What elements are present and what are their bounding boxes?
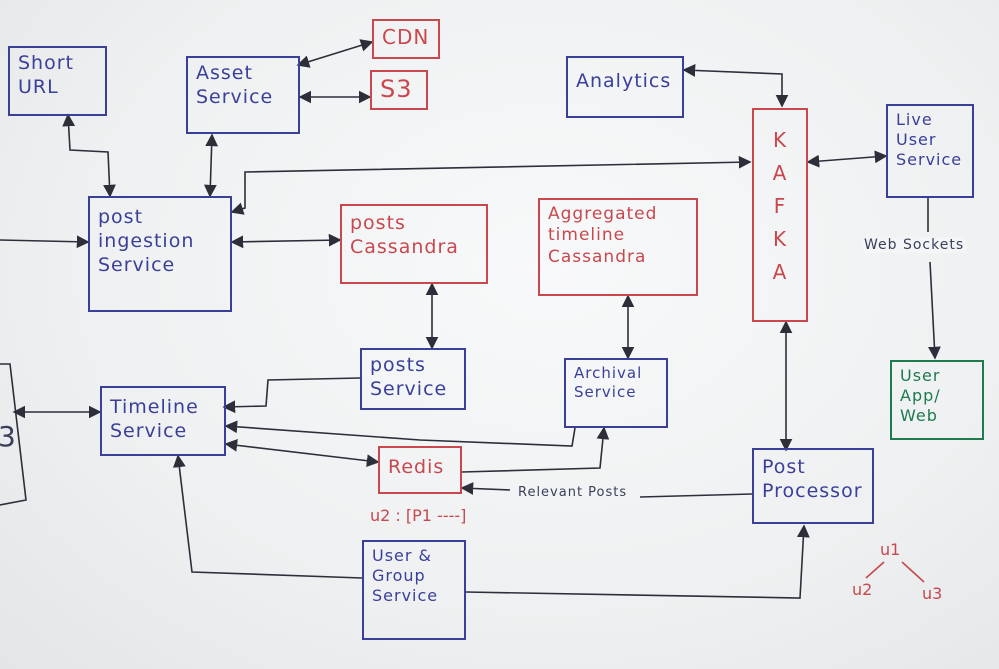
- redis-label: Redis: [388, 456, 445, 478]
- short-url-label: Short URL: [18, 52, 74, 98]
- archival-service-box: Archival Service: [564, 358, 668, 428]
- posts-cassandra-label: posts Cassandra: [350, 212, 459, 258]
- live-user-service-label: Live User Service: [896, 110, 963, 169]
- post-processor-box: Post Processor: [752, 448, 874, 524]
- timeline-service-label: Timeline Service: [110, 396, 199, 442]
- kafka-box: K A F K A: [752, 108, 808, 322]
- tree-root-u1: u1: [880, 540, 901, 559]
- edge-redis-archival: [461, 426, 610, 473]
- analytics-label: Analytics: [576, 70, 672, 92]
- edge-left-ingestion: [0, 235, 90, 249]
- asset-service-box: Asset Service: [186, 56, 300, 134]
- user-app-web-label: User App/ Web: [900, 366, 941, 425]
- user-app-web-box: User App/ Web: [890, 360, 984, 440]
- archival-service-label: Archival Service: [574, 364, 643, 401]
- post-ingestion-service-label: post ingestion Service: [98, 206, 195, 276]
- posts-service-label: posts Service: [370, 354, 448, 400]
- edge-ingestion-cassandra: [230, 233, 342, 249]
- posts-cassandra-box: posts Cassandra: [340, 204, 488, 284]
- edge-asset-ingestion: [203, 133, 219, 198]
- analytics-box: Analytics: [566, 56, 684, 118]
- tree-right-u3: u3: [922, 584, 943, 603]
- edge-shorturl-ingestion: [62, 113, 116, 198]
- timeline-service-box: Timeline Service: [100, 386, 226, 456]
- edge-ingestion-kafka: [230, 155, 752, 215]
- redis-entry-label: u2 : [P1 ----]: [370, 506, 467, 525]
- user-tree-lines: [865, 561, 925, 583]
- edge-usergroup-processor: [465, 524, 810, 599]
- short-url-box: Short URL: [8, 46, 107, 116]
- kafka-letter-2: A: [772, 161, 788, 185]
- cdn-label: CDN: [382, 25, 430, 49]
- edge-analytics-kafka: [682, 64, 789, 108]
- posts-service-box: posts Service: [360, 348, 466, 410]
- cdn-box: CDN: [372, 19, 440, 59]
- left-partial-box: [0, 363, 27, 506]
- user-group-service-box: User & Group Service: [362, 540, 466, 640]
- post-ingestion-service-box: post ingestion Service: [88, 196, 232, 312]
- s3-box: S3: [370, 70, 428, 110]
- tree-left-u2: u2: [852, 580, 873, 599]
- post-processor-label: Post Processor: [762, 456, 863, 502]
- kafka-letter-5: A: [772, 260, 788, 284]
- relevant-posts-label: Relevant Posts: [518, 485, 628, 500]
- aggregated-timeline-cassandra-label: Aggregated timeline Cassandra: [548, 204, 658, 267]
- user-group-service-label: User & Group Service: [372, 546, 439, 605]
- kafka-letter-4: K: [772, 227, 788, 251]
- edge-live-userapp: [928, 198, 935, 358]
- left-partial-text: 3: [0, 420, 17, 453]
- edge-timeline-redis: [224, 438, 380, 468]
- kafka-letter-1: K: [772, 128, 788, 152]
- edge-asset-cdn: [296, 39, 374, 68]
- redis-box: Redis: [378, 446, 462, 494]
- live-user-service-box: Live User Service: [886, 104, 974, 198]
- asset-service-label: Asset Service: [196, 62, 274, 108]
- edge-archival-timeline: [224, 420, 576, 447]
- aggregated-timeline-cassandra-box: Aggregated timeline Cassandra: [538, 198, 698, 296]
- kafka-letter-3: F: [773, 194, 787, 218]
- edge-kafka-live: [806, 150, 888, 168]
- edge-processor-redis: [462, 488, 753, 497]
- s3-label: S3: [380, 75, 413, 103]
- edge-postsservice-timeline: [222, 377, 361, 414]
- websockets-label: Web Sockets: [862, 237, 967, 253]
- edge-usergroup-timeline: [172, 454, 363, 579]
